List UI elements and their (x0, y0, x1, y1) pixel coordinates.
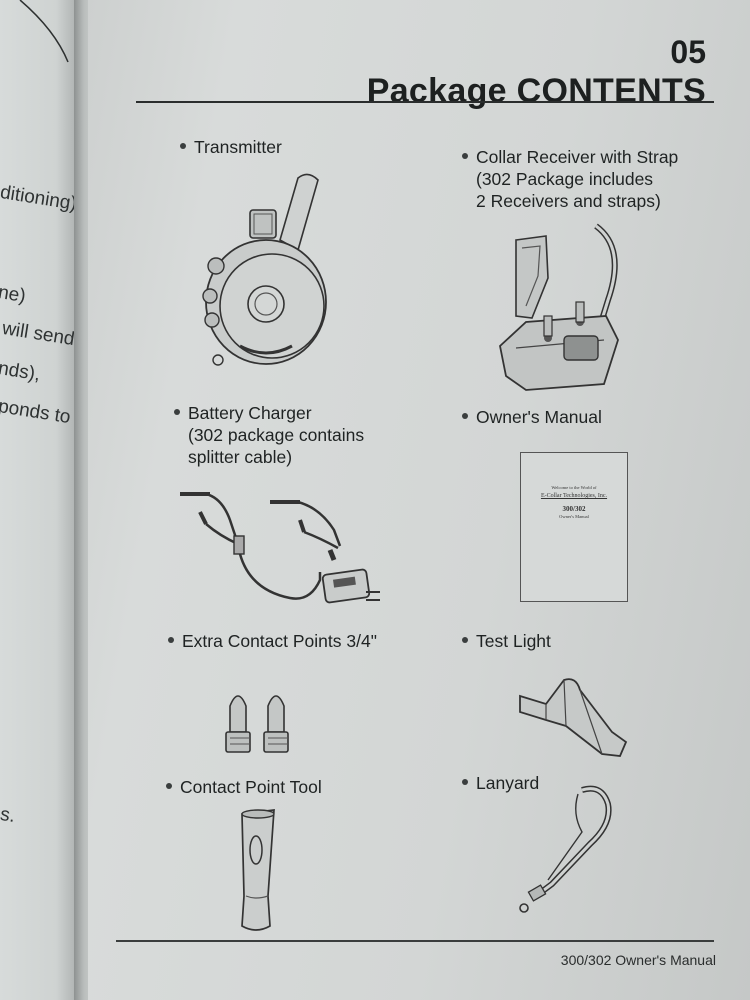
transmitter-icon (202, 173, 327, 366)
bullet-icon (168, 637, 174, 644)
left-page-text: will send (0, 318, 76, 351)
item-sublabel: (302 package contains (188, 425, 365, 445)
title-divider (136, 101, 714, 103)
bullet-icon (462, 413, 468, 420)
cover-model: 300/302 (562, 505, 586, 513)
page-title: Package CONTENTS (366, 72, 706, 110)
left-page-text: s. (0, 804, 17, 828)
left-page: ditioning) ne) will send nds), ponds to … (0, 0, 80, 1000)
cover-welcome: Welcome to the World of (551, 485, 597, 490)
bullet-icon (174, 409, 180, 416)
left-page-text: ne) (0, 282, 28, 308)
cover-company: E-Collar Technologies, Inc. (540, 493, 608, 499)
contact-point-tool-icon (241, 809, 275, 931)
item-extra-contact-points: Extra Contact Points 3/4" (168, 630, 377, 652)
battery-charger-icon (180, 492, 380, 604)
page-number: 05 (670, 34, 706, 70)
item-lanyard: Lanyard (462, 772, 539, 794)
left-page-text: nds), (0, 358, 42, 386)
item-label: Collar Receiver with Strap (476, 147, 679, 167)
item-sublabel: (302 Package includes (476, 169, 654, 189)
page-footer: 300/302 Owner's Manual (560, 952, 716, 968)
item-label: Contact Point Tool (180, 777, 322, 797)
item-sublabel: splitter cable) (188, 447, 293, 467)
bullet-icon (166, 783, 172, 790)
bullet-icon (462, 779, 468, 786)
item-label: Battery Charger (188, 403, 312, 423)
footer-divider (116, 940, 714, 942)
collar-receiver-icon (499, 223, 619, 391)
bullet-icon (180, 143, 186, 150)
item-label: Test Light (476, 631, 551, 651)
item-battery-charger: Battery Charger (302 package contains sp… (174, 402, 364, 468)
item-collar-receiver: Collar Receiver with Strap (302 Package … (462, 146, 678, 212)
item-label: Lanyard (476, 773, 540, 793)
item-contact-point-tool: Contact Point Tool (166, 776, 322, 798)
item-owners-manual: Owner's Manual (462, 406, 602, 428)
item-sublabel: 2 Receivers and straps) (476, 191, 661, 211)
item-label: Extra Contact Points 3/4" (182, 631, 377, 651)
item-label: Owner's Manual (476, 407, 602, 427)
item-test-light: Test Light (462, 630, 551, 652)
manual-page: 05 Package CONTENTS Transmitter Collar R… (88, 0, 750, 1000)
bullet-icon (462, 637, 468, 644)
owners-manual-cover: Welcome to the World of E-Collar Technol… (520, 452, 628, 602)
left-page-text: ditioning) (0, 182, 79, 215)
item-transmitter: Transmitter (180, 136, 282, 158)
bullet-icon (462, 153, 468, 160)
test-light-icon (519, 678, 628, 757)
contact-points-icon (225, 695, 289, 753)
item-label: Transmitter (194, 137, 282, 157)
left-page-text: ponds to (0, 396, 73, 429)
lanyard-icon (519, 785, 612, 913)
left-page-curve (19, 0, 69, 63)
cover-subtitle: Owner's Manual (559, 514, 589, 519)
